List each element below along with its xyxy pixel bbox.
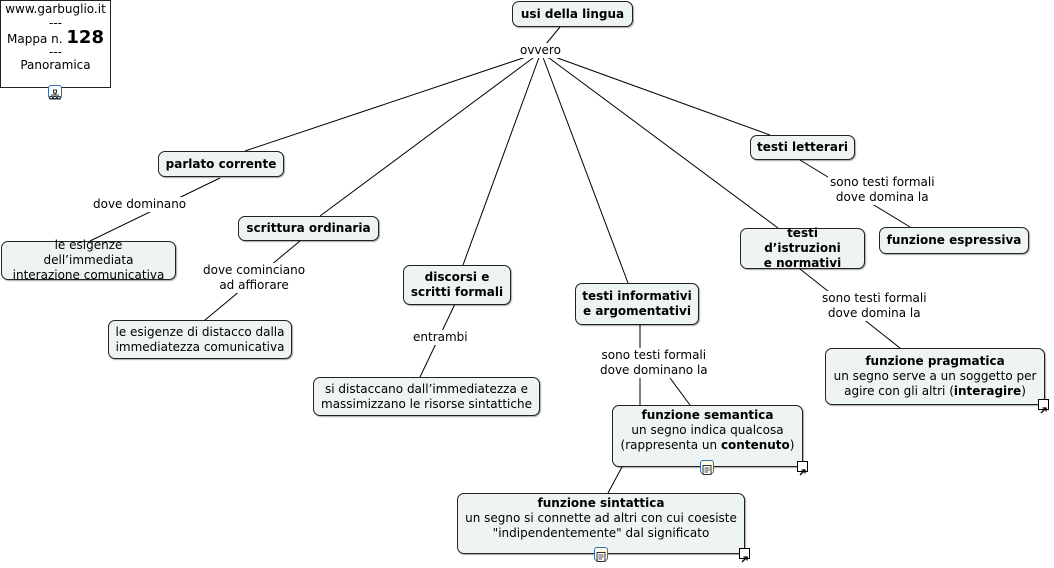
node-title: funzione sintattica <box>537 496 665 510</box>
label-line: ad affiorare <box>219 278 289 292</box>
link-label-istruzioni-domina: sono testi formali dove domina la <box>820 291 929 321</box>
node-text-line: "indipendentemente" dal significato <box>492 526 710 540</box>
node-label: usi della lingua <box>520 6 625 21</box>
node-title: funzione pragmatica <box>865 354 1005 368</box>
node-usi-della-lingua[interactable]: usi della lingua <box>512 1 633 27</box>
node-label: scrittura ordinaria <box>246 221 371 235</box>
link-label-sono-dominano-la: sono testi formali dove dominano la <box>598 348 710 378</box>
node-text-line: agire con gli altri (interagire) <box>844 384 1026 399</box>
view-label: Panoramica <box>20 58 91 72</box>
node-text-line: un segno si connette ad altri con cui co… <box>465 511 737 525</box>
link-label-ovvero: ovvero <box>518 43 563 58</box>
node-label-line: si distaccano dall’immediatezza e <box>324 381 529 396</box>
node-label-line: discorsi e <box>424 270 490 284</box>
hierarchy-map-icon[interactable] <box>48 85 62 100</box>
text-part: (rappresenta un <box>620 438 721 452</box>
note-icon[interactable] <box>700 460 714 475</box>
node-funzione-sintattica[interactable]: funzione sintattica un segno si connette… <box>457 493 745 554</box>
node-label-line: testi informativi <box>582 289 692 303</box>
text-bold: contenuto <box>720 438 790 452</box>
node-label-line: massimizzano le risorse sintattiche <box>321 396 532 411</box>
node-title: funzione semantica <box>641 408 774 422</box>
node-label: funzione espressiva <box>886 233 1022 247</box>
node-esigenze-immediata[interactable]: le esigenze dell’immediata interazione c… <box>1 238 176 282</box>
label-line: sono testi formali <box>822 291 927 305</box>
text-bold: interagire <box>953 384 1022 398</box>
node-label-line: immediatezza comunicativa <box>115 339 285 354</box>
node-funzione-semantica[interactable]: funzione semantica un segno indica qualc… <box>612 405 803 467</box>
label-line: sono testi formali <box>601 348 707 362</box>
node-esigenze-distacco[interactable]: le esigenze di distacco dalla immediatez… <box>108 320 292 359</box>
label-line: dove cominciano <box>203 263 306 277</box>
node-label-line: testi d’istruzioni <box>764 226 841 255</box>
note-icon[interactable] <box>594 547 608 562</box>
link-arrow-icon[interactable] <box>739 548 750 563</box>
text-part: ) <box>1021 384 1026 398</box>
text-part: agire con gli altri ( <box>844 384 954 398</box>
node-testi-istruzioni[interactable]: testi d’istruzioni e normativi <box>740 226 865 270</box>
node-label-line: interazione comunicativa <box>12 268 165 282</box>
node-text-line: un segno serve a un soggetto per <box>833 369 1037 383</box>
label-line: dove dominano la <box>600 363 708 377</box>
map-info-box: www.garbuglio.it --- Mappa n. 128 --- Pa… <box>0 0 111 88</box>
node-text-line: (rappresenta un contenuto) <box>621 438 795 453</box>
node-text-line: un segno indica qualcosa <box>631 423 784 437</box>
node-parlato-corrente[interactable]: parlato corrente <box>158 151 284 177</box>
separator: --- <box>49 45 62 59</box>
node-label-line: e normativi <box>763 256 842 270</box>
node-label-line: le esigenze di distacco dalla <box>115 324 285 339</box>
link-label-entrambi: entrambi <box>411 330 470 345</box>
link-arrow-icon[interactable] <box>797 461 808 476</box>
node-label-line: e argomentativi <box>583 304 691 318</box>
node-funzione-pragmatica[interactable]: funzione pragmatica un segno serve a un … <box>825 348 1045 405</box>
node-label: parlato corrente <box>165 156 277 171</box>
label-line: dove domina la <box>835 190 929 204</box>
separator: --- <box>49 16 62 30</box>
node-label: testi letterari <box>757 140 848 154</box>
map-prefix: Mappa n. <box>7 32 63 46</box>
link-label-dove-cominciano: dove cominciano ad affiorare <box>201 263 308 293</box>
node-scrittura-ordinaria[interactable]: scrittura ordinaria <box>238 216 379 241</box>
text-part: ) <box>789 438 795 452</box>
map-number-line: Mappa n. 128 <box>1 27 110 48</box>
node-discorsi-scritti-formali[interactable]: discorsi e scritti formali <box>403 265 511 305</box>
node-funzione-espressiva[interactable]: funzione espressiva <box>879 227 1029 254</box>
label-line: dove domina la <box>827 306 921 320</box>
node-testi-informativi[interactable]: testi informativi e argomentativi <box>575 283 699 325</box>
link-label-dove-dominano: dove dominano <box>91 197 189 212</box>
node-label-line: scritti formali <box>410 285 504 299</box>
site-url: www.garbuglio.it <box>5 2 106 16</box>
map-number: 128 <box>66 27 104 48</box>
node-testi-letterari[interactable]: testi letterari <box>750 135 855 160</box>
link-label-letterari-domina: sono testi formali dove domina la <box>828 175 937 205</box>
node-si-distaccano[interactable]: si distaccano dall’immediatezza e massim… <box>313 377 540 416</box>
label-line: sono testi formali <box>830 175 935 189</box>
node-label-line: le esigenze dell’immediata <box>43 238 134 267</box>
link-arrow-icon[interactable] <box>1038 399 1049 414</box>
